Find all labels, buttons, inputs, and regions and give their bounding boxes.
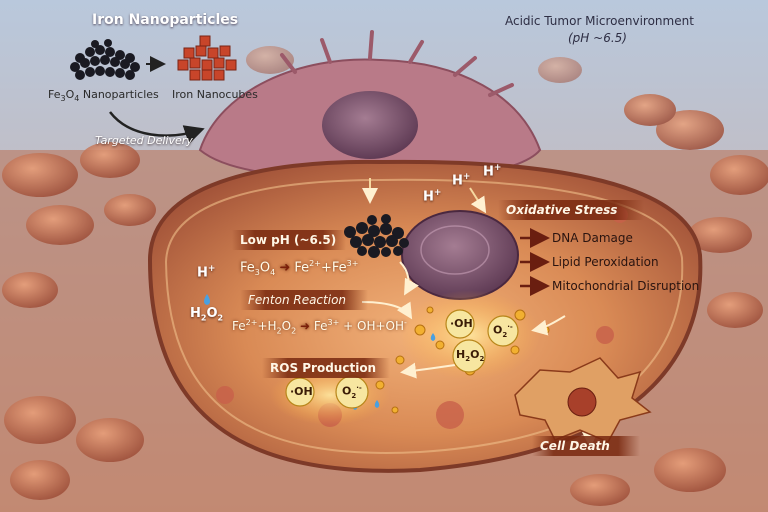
upper-cell-nucleus bbox=[322, 91, 418, 159]
internalized-nanoparticle-cluster bbox=[344, 214, 409, 258]
hydroxyl-radical-bubble: ·OH bbox=[450, 317, 473, 330]
fe3o4-nanoparticle-pile bbox=[70, 39, 140, 80]
effect-mitochondrial-disruption: Mitochondrial Disruption bbox=[552, 279, 700, 293]
h2o2-label: H2O2 bbox=[190, 306, 224, 323]
iron-nanocube-pile bbox=[177, 35, 237, 81]
fenton-reaction-banner: Fenton Reaction bbox=[240, 290, 368, 310]
microenvironment-ph: (pH ~6.5) bbox=[568, 31, 627, 45]
iron-dissolution-equation: Fe3O4 ➜ Fe2++Fe3+ bbox=[240, 259, 359, 277]
superoxide-bubble: O2·- bbox=[493, 323, 513, 339]
targeted-delivery-label: Targeted Delivery bbox=[95, 134, 193, 147]
effect-lipid-peroxidation: Lipid Peroxidation bbox=[552, 255, 659, 269]
tumor-cell-nucleus bbox=[401, 210, 519, 300]
fe3o4-nanoparticles-label: Fe3O4 Nanoparticles bbox=[48, 88, 159, 104]
microenvironment-title: Acidic Tumor Microenvironment bbox=[505, 14, 694, 28]
fenton-equation: Fe2++H2O2 ➜ Fe3+ + OH+OH- bbox=[232, 318, 407, 336]
dying-cell bbox=[514, 357, 652, 443]
ros-production-banner: ROS Production bbox=[262, 358, 390, 378]
proton-label: H+ bbox=[452, 172, 471, 189]
proton-label: H+ bbox=[197, 264, 216, 281]
iron-nanoparticles-title: Iron Nanoparticles bbox=[92, 12, 239, 28]
superoxide-bubble: O2·- bbox=[342, 384, 362, 400]
effect-dna-damage: DNA Damage bbox=[552, 231, 633, 245]
low-ph-banner: Low pH (~6.5) bbox=[232, 230, 346, 250]
cell-death-banner: Cell Death bbox=[532, 436, 640, 456]
targeted-delivery-arrow bbox=[109, 111, 205, 145]
proton-label: H+ bbox=[423, 188, 442, 205]
iron-nanocubes-label: Iron Nanocubes bbox=[172, 88, 258, 101]
proton-label: H+ bbox=[483, 163, 502, 180]
hydroxyl-radical-bubble: ·OH bbox=[290, 385, 313, 398]
hydrogen-peroxide-bubble: H2O2 bbox=[456, 348, 485, 364]
background-tissue-cells bbox=[2, 46, 768, 506]
oxidative-stress-banner: Oxidative Stress bbox=[498, 200, 644, 220]
